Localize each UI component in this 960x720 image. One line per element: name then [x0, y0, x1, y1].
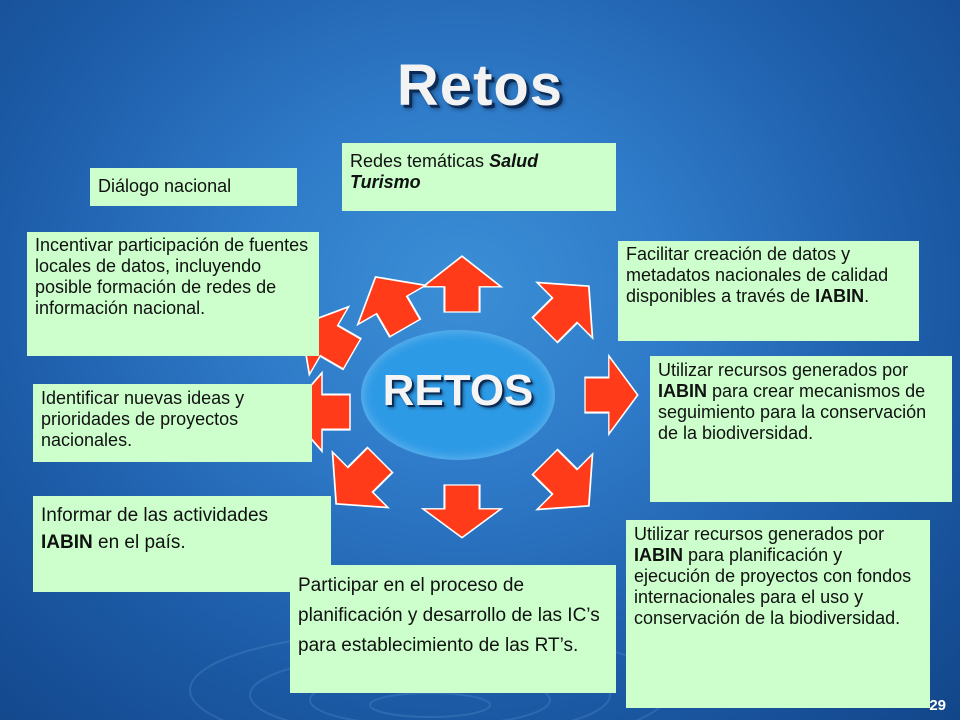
planificacion-iabin: IABIN — [634, 545, 683, 565]
page-number: 29 — [929, 697, 946, 714]
facilitar-iabin: IABIN — [815, 286, 865, 306]
participar-text: Participar en el proceso de planificació… — [298, 575, 600, 656]
redes-pre: Redes temáticas — [350, 151, 490, 171]
redes-turismo: Turismo — [350, 172, 421, 192]
box-identificar: Identificar nuevas ideas y prioridades d… — [33, 384, 312, 462]
box-incentivar: Incentivar participación de fuentes loca… — [27, 232, 319, 356]
arrow-up — [421, 255, 503, 314]
incentivar-text: Incentivar participación de fuentes loca… — [35, 235, 309, 318]
center-label: RETOS — [382, 366, 534, 415]
box-participar: Participar en el proceso de planificació… — [290, 565, 616, 693]
planificacion-pre: Utilizar recursos generados por — [634, 524, 885, 544]
page-title: Retos — [396, 53, 564, 118]
box-seguimiento: Utilizar recursos generados por IABIN pa… — [650, 356, 952, 502]
informar-iabin: IABIN — [41, 532, 93, 553]
arrow-down — [421, 483, 503, 539]
informar-post: en el país. — [92, 532, 186, 553]
seguimiento-post: para crear mecanismos de seguimiento par… — [658, 381, 927, 443]
arrow-right — [583, 354, 639, 436]
planificacion-post: para planificación y ejecución de proyec… — [634, 545, 912, 628]
seguimiento-iabin: IABIN — [658, 381, 707, 401]
informar-pre: Informar de las actividades — [41, 505, 269, 526]
identificar-text: Identificar nuevas ideas y prioridades d… — [41, 388, 245, 450]
arrow-down-right — [516, 433, 618, 535]
dialogo-text: Diálogo nacional — [98, 176, 232, 196]
seguimiento-pre: Utilizar recursos generados por — [658, 360, 909, 380]
box-facilitar: Facilitar creación de datos y metadatos … — [618, 241, 919, 341]
facilitar-pre: Facilitar creación de datos y metadatos … — [626, 244, 889, 306]
box-planificacion: Utilizar recursos generados por IABIN pa… — [626, 520, 930, 708]
center-ellipse — [361, 330, 555, 460]
facilitar-post: . — [864, 286, 870, 306]
box-dialogo-nacional: Diálogo nacional — [90, 168, 297, 206]
box-redes-tematicas: Redes temáticas Salud Turismo — [342, 143, 616, 211]
redes-salud: Salud — [489, 151, 539, 171]
arrow-up-right — [516, 257, 618, 359]
box-informar: Informar de las actividades IABIN en el … — [33, 496, 331, 592]
